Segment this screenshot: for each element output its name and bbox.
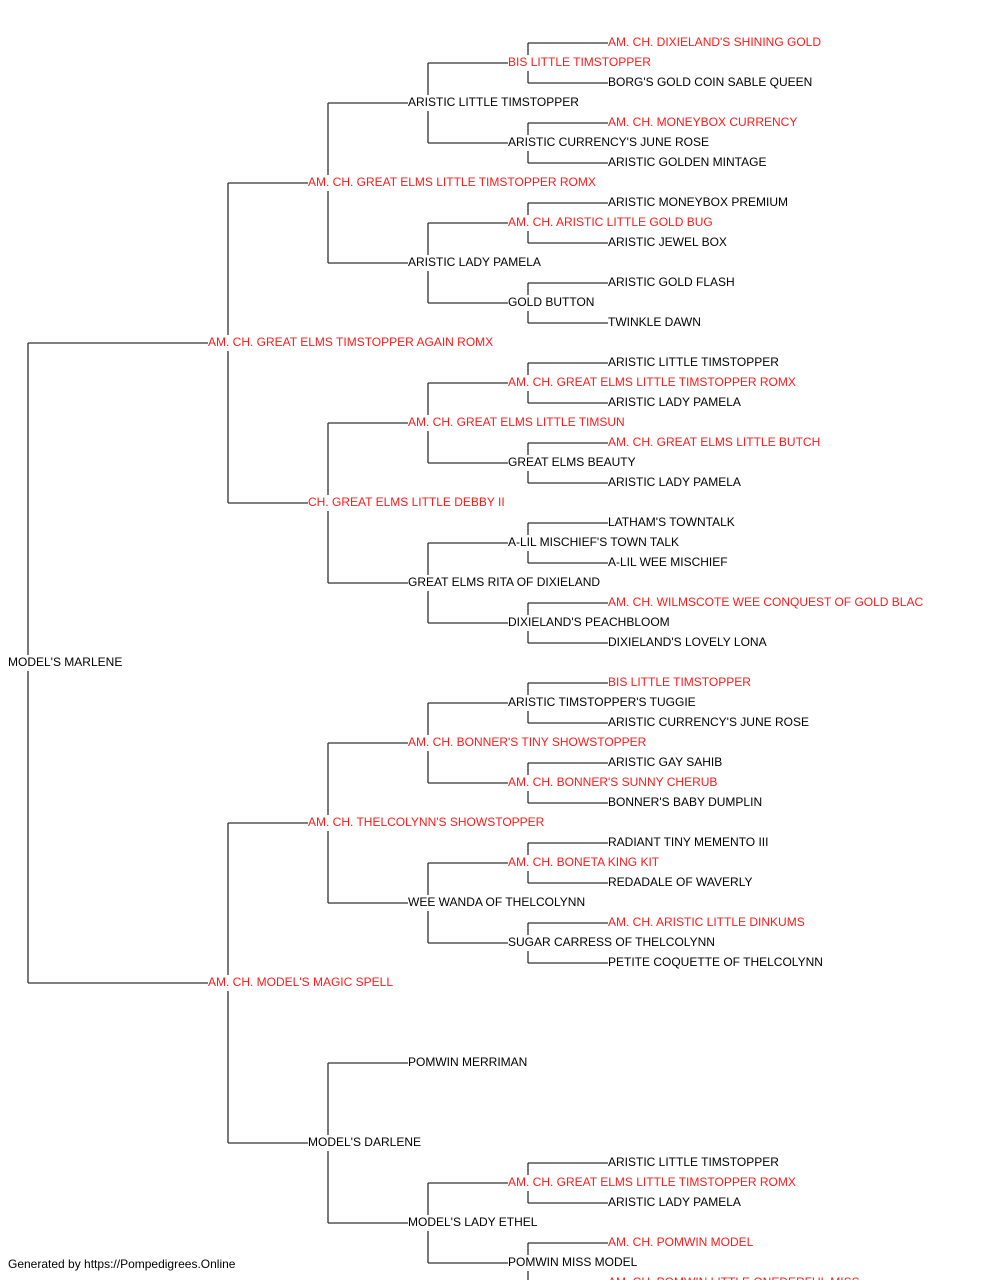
dog-name-gen5[interactable]: ARISTIC LADY PAMELA — [608, 395, 741, 409]
dog-name-gen5[interactable]: ARISTIC GAY SAHIB — [608, 755, 722, 769]
dog-name-gen5[interactable]: PETITE COQUETTE OF THELCOLYNN — [608, 955, 823, 969]
dog-name-gen5[interactable]: ARISTIC LITTLE TIMSTOPPER — [608, 355, 779, 369]
dog-name-gen5[interactable]: A-LIL WEE MISCHIEF — [608, 555, 728, 569]
dog-name-gen5[interactable]: LATHAM'S TOWNTALK — [608, 515, 735, 529]
dog-name-gen5[interactable]: BORG'S GOLD COIN SABLE QUEEN — [608, 75, 812, 89]
dog-name-gen5[interactable]: AM. CH. ARISTIC LITTLE DINKUMS — [608, 915, 805, 929]
dog-name-gen5[interactable]: AM. CH. POMWIN LITTLE ONEDERFUL MISS — [608, 1275, 860, 1280]
dog-name-gen5[interactable]: AM. CH. MONEYBOX CURRENCY — [608, 115, 797, 129]
dog-name-gen5[interactable]: ARISTIC LITTLE TIMSTOPPER — [608, 1155, 779, 1169]
dog-name-gen5[interactable]: DIXIELAND'S LOVELY LONA — [608, 635, 767, 649]
dog-name-gen3[interactable]: ARISTIC LADY PAMELA — [408, 255, 541, 269]
dog-name-gen5[interactable]: ARISTIC CURRENCY'S JUNE ROSE — [608, 715, 809, 729]
dog-name-gen5[interactable]: AM. CH. WILMSCOTE WEE CONQUEST OF GOLD B… — [608, 595, 923, 609]
dog-name-gen5[interactable]: ARISTIC GOLDEN MINTAGE — [608, 155, 766, 169]
footer-credit: Generated by https://Pompedigrees.Online — [8, 1257, 236, 1271]
dog-name-gen5[interactable]: AM. CH. POMWIN MODEL — [608, 1235, 754, 1249]
dog-name-gen4[interactable]: AM. CH. BONETA KING KIT — [508, 855, 660, 869]
dog-name-gen4[interactable]: DIXIELAND'S PEACHBLOOM — [508, 615, 670, 629]
dog-name-gen3[interactable]: AM. CH. BONNER'S TINY SHOWSTOPPER — [408, 735, 647, 749]
dog-name-gen5[interactable]: BONNER'S BABY DUMPLIN — [608, 795, 762, 809]
dog-name-gen2[interactable]: MODEL'S DARLENE — [308, 1135, 421, 1149]
dog-name-gen4[interactable]: AM. CH. GREAT ELMS LITTLE TIMSTOPPER ROM… — [508, 375, 796, 389]
dog-name-gen5[interactable]: ARISTIC MONEYBOX PREMIUM — [608, 195, 788, 209]
dog-name-gen3[interactable]: POMWIN MERRIMAN — [408, 1055, 527, 1069]
dog-name-gen4[interactable]: SUGAR CARRESS OF THELCOLYNN — [508, 935, 715, 949]
dog-name-gen4[interactable]: GOLD BUTTON — [508, 295, 594, 309]
dog-name-gen4[interactable]: BIS LITTLE TIMSTOPPER — [508, 55, 651, 69]
dog-name-gen5[interactable]: ARISTIC GOLD FLASH — [608, 275, 735, 289]
dog-name-gen4[interactable]: AM. CH. GREAT ELMS LITTLE TIMSTOPPER ROM… — [508, 1175, 796, 1189]
dog-name-gen1[interactable]: AM. CH. GREAT ELMS TIMSTOPPER AGAIN ROMX — [208, 335, 493, 349]
dog-name-gen4[interactable]: GREAT ELMS BEAUTY — [508, 455, 636, 469]
dog-name-gen5[interactable]: AM. CH. DIXIELAND'S SHINING GOLD — [608, 35, 821, 49]
dog-name-gen3[interactable]: AM. CH. GREAT ELMS LITTLE TIMSUN — [408, 415, 625, 429]
dog-name-gen2[interactable]: CH. GREAT ELMS LITTLE DEBBY II — [308, 495, 505, 509]
dog-name-gen4[interactable]: AM. CH. ARISTIC LITTLE GOLD BUG — [508, 215, 713, 229]
dog-name-gen4[interactable]: AM. CH. BONNER'S SUNNY CHERUB — [508, 775, 717, 789]
dog-name-gen3[interactable]: MODEL'S LADY ETHEL — [408, 1215, 538, 1229]
dog-name-gen5[interactable]: AM. CH. GREAT ELMS LITTLE BUTCH — [608, 435, 820, 449]
dog-name-gen4[interactable]: ARISTIC TIMSTOPPER'S TUGGIE — [508, 695, 696, 709]
dog-name-gen5[interactable]: ARISTIC JEWEL BOX — [608, 235, 727, 249]
dog-name-gen4[interactable]: ARISTIC CURRENCY'S JUNE ROSE — [508, 135, 709, 149]
dog-name-gen3[interactable]: WEE WANDA OF THELCOLYNN — [408, 895, 585, 909]
dog-name-gen4[interactable]: POMWIN MISS MODEL — [508, 1255, 638, 1269]
dog-name-gen5[interactable]: RADIANT TINY MEMENTO III — [608, 835, 768, 849]
dog-name-gen3[interactable]: GREAT ELMS RITA OF DIXIELAND — [408, 575, 600, 589]
dog-name-gen1[interactable]: AM. CH. MODEL'S MAGIC SPELL — [208, 975, 393, 989]
dog-name-gen5[interactable]: TWINKLE DAWN — [608, 315, 701, 329]
dog-name-gen4[interactable]: A-LIL MISCHIEF'S TOWN TALK — [508, 535, 679, 549]
dog-name-gen0[interactable]: MODEL'S MARLENE — [8, 655, 122, 669]
dog-name-gen5[interactable]: BIS LITTLE TIMSTOPPER — [608, 675, 751, 689]
dog-name-gen2[interactable]: AM. CH. THELCOLYNN'S SHOWSTOPPER — [308, 815, 545, 829]
dog-name-gen5[interactable]: REDADALE OF WAVERLY — [608, 875, 752, 889]
dog-name-gen2[interactable]: AM. CH. GREAT ELMS LITTLE TIMSTOPPER ROM… — [308, 175, 596, 189]
dog-name-gen5[interactable]: ARISTIC LADY PAMELA — [608, 475, 741, 489]
dog-name-gen3[interactable]: ARISTIC LITTLE TIMSTOPPER — [408, 95, 579, 109]
dog-name-gen5[interactable]: ARISTIC LADY PAMELA — [608, 1195, 741, 1209]
